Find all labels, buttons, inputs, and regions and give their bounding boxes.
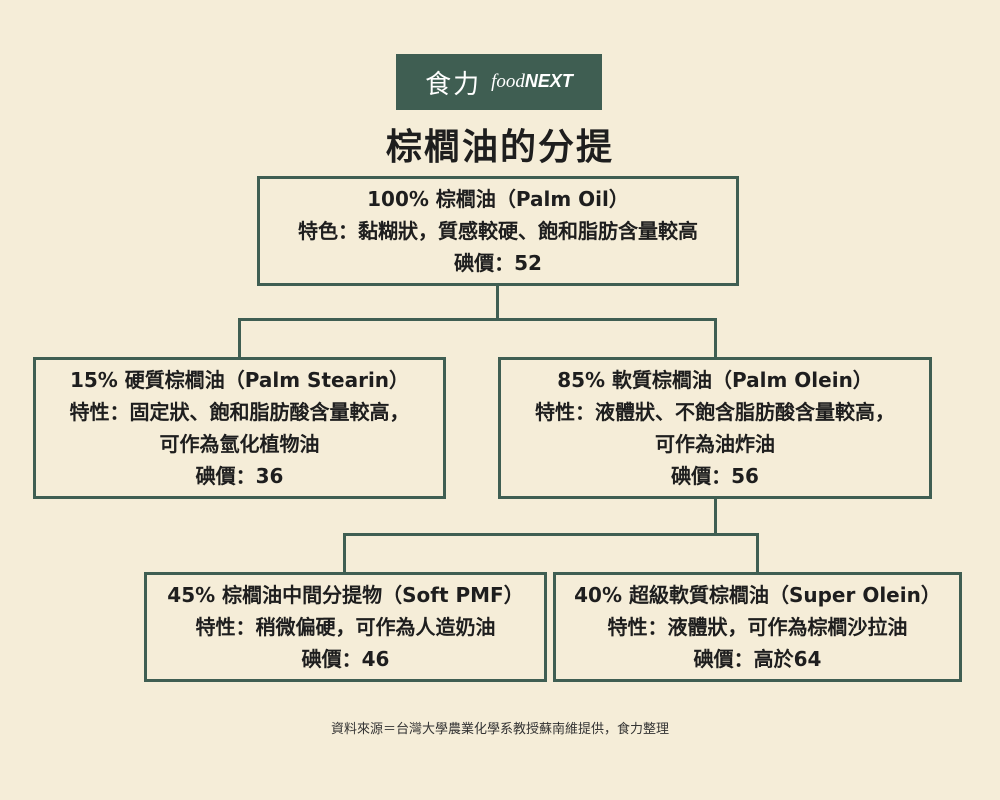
node-palm-oil-feature: 特色：黏糊狀，質感較硬、飽和脂肪含量較高	[298, 219, 698, 243]
node-pmf-iodine: 碘價：46	[301, 647, 390, 671]
logo-chinese-text: 食力	[425, 69, 482, 100]
node-olein-feature: 特性：液體狀、不飽含脂肪酸含量較高，	[535, 400, 895, 424]
node-soft-pmf: 45% 棕櫚油中間分提物（Soft PMF） 特性：稍微偏硬，可作為人造奶油 碘…	[144, 572, 547, 682]
node-palm-oil-iodine: 碘價：52	[454, 251, 542, 275]
brand-logo: 食力 foodNEXT	[396, 54, 602, 110]
connector-to-olein	[714, 318, 717, 358]
connector-to-pmf	[343, 533, 346, 573]
node-palm-oil-name: 100% 棕櫚油（Palm Oil）	[367, 187, 629, 211]
node-olein-name: 85% 軟質棕櫚油（Palm Olein）	[557, 368, 873, 392]
node-palm-stearin: 15% 硬質棕櫚油（Palm Stearin） 特性：固定狀、飽和脂肪酸含量較高…	[33, 357, 446, 499]
node-super-olein-name: 40% 超級軟質棕櫚油（Super Olein）	[574, 583, 941, 607]
node-palm-olein: 85% 軟質棕櫚油（Palm Olein） 特性：液體狀、不飽含脂肪酸含量較高，…	[498, 357, 932, 499]
logo-english-text: foodNEXT	[491, 71, 573, 93]
logo-food-text: food	[491, 71, 525, 92]
node-stearin-name: 15% 硬質棕櫚油（Palm Stearin）	[69, 368, 410, 392]
connector-root-down	[496, 286, 499, 320]
node-stearin-feature: 特性：固定狀、飽和脂肪酸含量較高，	[69, 400, 410, 424]
node-stearin-use: 可作為氫化植物油	[159, 432, 320, 456]
connector-level2-horizontal	[343, 533, 759, 536]
connector-to-super-olein	[756, 533, 759, 573]
node-pmf-feature: 特性：稍微偏硬，可作為人造奶油	[195, 615, 496, 639]
node-super-olein-feature: 特性：液體狀，可作為棕櫚沙拉油	[607, 615, 908, 639]
connector-olein-down	[714, 499, 717, 535]
node-stearin-iodine: 碘價：36	[195, 464, 284, 488]
node-olein-iodine: 碘價：56	[671, 464, 759, 488]
node-olein-use: 可作為油炸油	[655, 432, 775, 456]
node-palm-oil: 100% 棕櫚油（Palm Oil） 特色：黏糊狀，質感較硬、飽和脂肪含量較高 …	[257, 176, 739, 286]
connector-level1-horizontal	[238, 318, 717, 321]
source-note: 資料來源＝台灣大學農業化學系教授蘇南維提供，食力整理	[330, 722, 669, 737]
logo-next-text: NEXT	[524, 71, 573, 91]
connector-to-stearin	[238, 318, 241, 358]
node-pmf-name: 45% 棕櫚油中間分提物（Soft PMF）	[167, 583, 524, 607]
page-title: 棕櫚油的分提	[385, 127, 614, 168]
node-super-olein-iodine: 碘價：高於64	[693, 647, 822, 671]
node-super-olein: 40% 超級軟質棕櫚油（Super Olein） 特性：液體狀，可作為棕櫚沙拉油…	[553, 572, 962, 682]
